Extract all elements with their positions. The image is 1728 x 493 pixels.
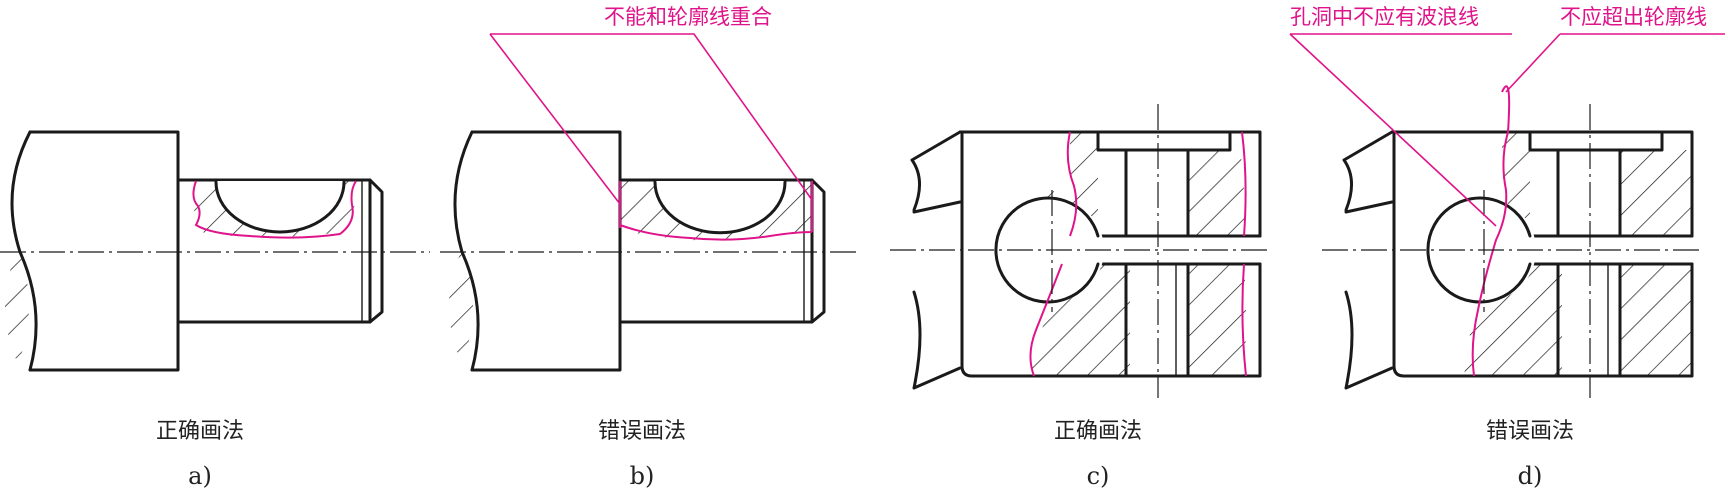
panel-d-drawing: 孔洞中不应有波浪线 不应超出轮廓线: [1289, 5, 1725, 398]
panel-d-round-hole: [1426, 196, 1532, 304]
panel-b-hole: [655, 181, 785, 234]
panel-c-wave-line-right: [1241, 131, 1247, 377]
panel-d-hole-walls: [1556, 148, 1622, 378]
panel-d-section-upper-right: [1620, 150, 1692, 236]
panel-b-head-outline: [470, 130, 622, 372]
panel-a-broken-section: [5, 250, 29, 364]
panel-c-counterbore: [1096, 130, 1232, 152]
panel-c-left-stub: [910, 130, 962, 390]
panel-c-letter: c): [1087, 462, 1110, 490]
panel-d-note-right: 不应超出轮廓线: [1560, 5, 1707, 29]
panel-d-caption: 错误画法: [1486, 419, 1574, 444]
panel-c-hole-walls: [1124, 148, 1190, 378]
panel-d-leader-right: [1505, 33, 1725, 93]
panel-b-leader: [489, 33, 813, 205]
panel-c-caption: 正确画法: [1054, 419, 1142, 444]
panel-b-note: 不能和轮廓线重合: [604, 5, 772, 29]
panel-d-leader-left: [1289, 33, 1512, 227]
panel-c-section-upper-right: [1188, 150, 1245, 236]
panel-c-slot: [1096, 234, 1262, 266]
panel-d-counterbore: [1528, 130, 1664, 152]
panel-a-drawing: [0, 130, 430, 372]
panel-c-round-hole: [994, 196, 1100, 304]
panel-a-letter: a): [188, 462, 212, 490]
panel-c-drawing: [890, 104, 1272, 398]
captions: 正确画法 a) 错误画法 b) 正确画法 c) 错误画法 d): [156, 419, 1574, 490]
panel-b-wave-line: [619, 181, 813, 241]
panel-c-block-outline: [958, 130, 1262, 378]
panel-d-left-stub: [1342, 130, 1394, 390]
panel-b-caption: 错误画法: [598, 419, 686, 444]
panel-a-hole-outline: [214, 180, 346, 234]
panel-a-head-outline: [28, 130, 180, 372]
panel-b-broken-section: [449, 250, 473, 364]
panel-d-wave-line: [1471, 85, 1511, 377]
panel-a-caption: 正确画法: [156, 419, 244, 444]
panel-d-note-left: 孔洞中不应有波浪线: [1290, 5, 1479, 29]
panel-b-drawing: 不能和轮廓线重合: [440, 5, 860, 372]
panel-c-wave-line-left: [1029, 131, 1078, 377]
panel-b-letter: b): [630, 462, 655, 490]
panel-c-section-lower-right: [1188, 264, 1246, 376]
panel-a-hole: [216, 181, 344, 233]
panel-a-wave-line: [192, 180, 357, 239]
panel-b-hole-outline: [653, 180, 787, 235]
panel-d-slot: [1528, 234, 1694, 266]
panel-d-letter: d): [1518, 462, 1543, 490]
panel-d-section-lower-right: [1620, 264, 1692, 376]
